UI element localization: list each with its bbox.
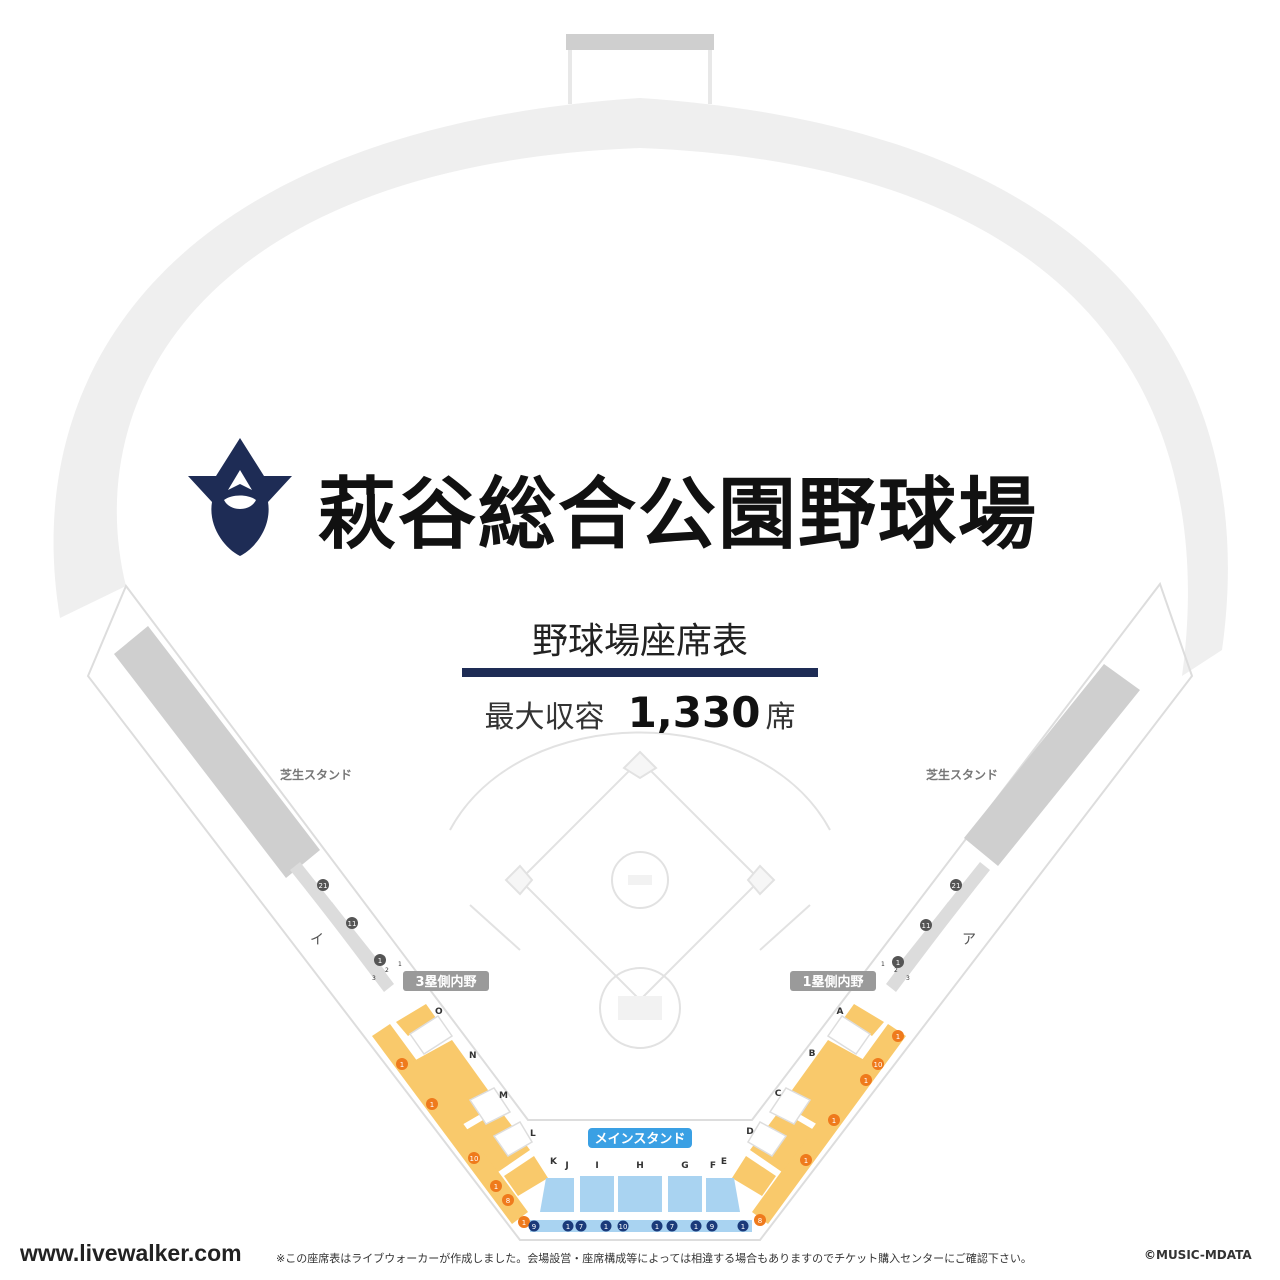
svg-text:8: 8 [758, 1217, 762, 1225]
svg-text:1: 1 [694, 1223, 698, 1231]
svg-text:F: F [710, 1161, 716, 1171]
scoreboard [566, 34, 714, 50]
block-letters-main: J I H G F [564, 1161, 716, 1171]
svg-text:3: 3 [906, 975, 910, 982]
svg-text:A: A [837, 1007, 844, 1017]
svg-text:1: 1 [400, 1061, 404, 1069]
lawn-stand-left-label: 芝生スタンド [280, 767, 352, 782]
outfield-stand-ring [53, 98, 1228, 676]
main-stand-badge: メインスタンド [588, 1128, 692, 1148]
infield-3b-badge: 3塁側内野 [403, 971, 489, 991]
svg-text:1: 1 [896, 1033, 900, 1041]
svg-text:8: 8 [506, 1197, 510, 1205]
svg-text:E: E [721, 1157, 727, 1167]
block-letters-first: E D C B A [721, 1007, 844, 1167]
osaka-emblem-icon [188, 438, 292, 556]
svg-text:1: 1 [881, 961, 885, 968]
svg-text:C: C [775, 1089, 782, 1099]
zone-a-label: ア [962, 932, 976, 948]
svg-text:21: 21 [319, 882, 328, 890]
svg-text:1: 1 [494, 1183, 498, 1191]
svg-text:7: 7 [670, 1223, 674, 1231]
svg-text:N: N [469, 1051, 477, 1061]
svg-text:1: 1 [655, 1223, 659, 1231]
svg-text:1: 1 [522, 1219, 526, 1227]
svg-text:10: 10 [470, 1155, 479, 1163]
svg-text:10: 10 [619, 1223, 628, 1231]
svg-text:2: 2 [385, 967, 389, 974]
svg-text:2: 2 [894, 967, 898, 974]
svg-text:3: 3 [372, 975, 376, 982]
svg-text:9: 9 [710, 1223, 714, 1231]
svg-text:1: 1 [741, 1223, 745, 1231]
lawn-strip-right [964, 664, 1140, 866]
svg-text:1塁側内野: 1塁側内野 [802, 974, 863, 990]
svg-text:I: I [595, 1161, 598, 1171]
lawn-row-markers-left: 21 11 1 1 2 3 [317, 879, 402, 982]
baseball-field [449, 731, 831, 1049]
svg-text:9: 9 [532, 1223, 536, 1231]
stand-outline [86, 581, 1194, 1241]
svg-text:3塁側内野: 3塁側内野 [415, 974, 476, 990]
svg-text:21: 21 [952, 882, 961, 890]
third-base-seats [372, 1004, 548, 1224]
row-markers-first: 1 10 1 1 1 8 [754, 1030, 904, 1226]
svg-text:1: 1 [566, 1223, 570, 1231]
block-letters-third: O N M L K [435, 1007, 558, 1167]
svg-text:11: 11 [922, 922, 931, 930]
footer-copyright: ©MUSIC-MDATA [1144, 1248, 1252, 1262]
svg-text:1: 1 [604, 1223, 608, 1231]
row-markers-main: 9 1 7 1 10 1 7 1 9 1 [528, 1220, 749, 1232]
lawn-strip-left [114, 626, 320, 878]
main-stand-seats [540, 1176, 740, 1212]
lawn-rows-right [886, 862, 990, 992]
svg-text:H: H [636, 1161, 644, 1171]
svg-text:10: 10 [874, 1061, 883, 1069]
row-markers-third: 1 1 10 1 8 1 [396, 1058, 530, 1228]
svg-text:M: M [499, 1091, 508, 1101]
svg-text:D: D [746, 1127, 753, 1137]
footer-note: ※この座席表はライブウォーカーが作成しました。会場設営・座席構成等によっては相違… [276, 1252, 1032, 1265]
svg-text:K: K [550, 1157, 558, 1167]
lawn-rows-left [290, 862, 394, 992]
zone-i-label: イ [310, 932, 324, 948]
first-base-white-sections [746, 1014, 872, 1157]
svg-text:J: J [564, 1161, 568, 1171]
svg-text:1: 1 [832, 1117, 836, 1125]
lawn-stand-right-label: 芝生スタンド [926, 767, 998, 782]
svg-text:1: 1 [896, 959, 900, 967]
first-base-seats [732, 1004, 906, 1224]
svg-text:11: 11 [348, 920, 357, 928]
svg-text:1: 1 [864, 1077, 868, 1085]
svg-text:7: 7 [579, 1223, 583, 1231]
svg-text:G: G [681, 1161, 688, 1171]
svg-text:1: 1 [378, 957, 382, 965]
infield-1b-badge: 1塁側内野 [790, 971, 876, 991]
third-base-white-sections [408, 1014, 534, 1157]
svg-text:1: 1 [430, 1101, 434, 1109]
svg-text:メインスタンド: メインスタンド [595, 1132, 686, 1147]
lawn-row-markers-right: 21 11 1 1 2 3 [881, 879, 962, 982]
svg-text:1: 1 [398, 961, 402, 968]
footer-site-link[interactable]: www.livewalker.com [20, 1240, 242, 1266]
svg-text:L: L [530, 1129, 536, 1139]
svg-text:B: B [809, 1049, 816, 1059]
svg-text:1: 1 [804, 1157, 808, 1165]
svg-text:O: O [435, 1007, 443, 1017]
